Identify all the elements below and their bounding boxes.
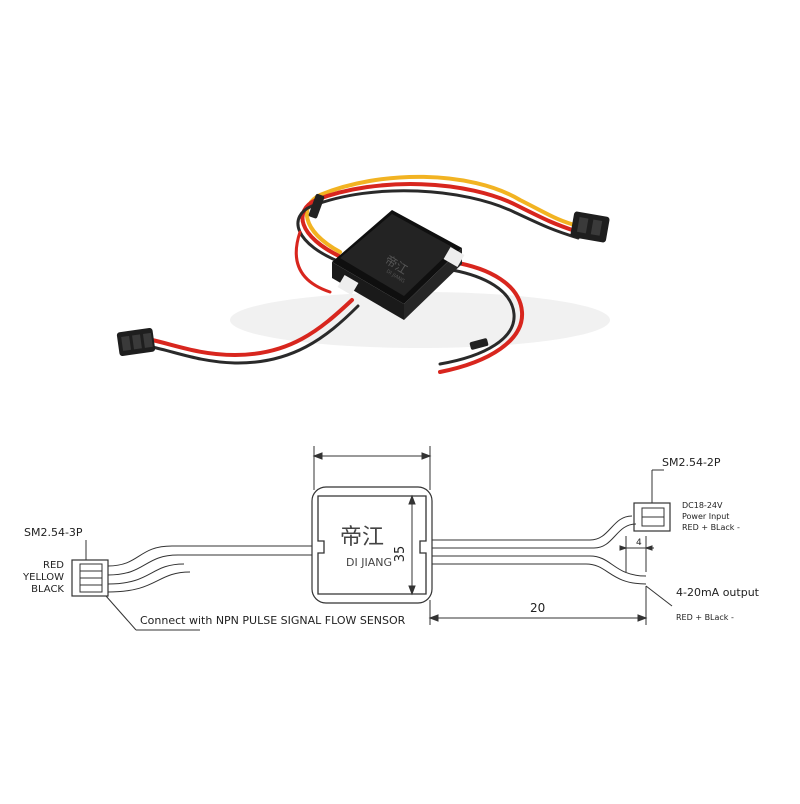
dimension-lead — [428, 586, 648, 625]
photo-wire-red-3 — [294, 230, 332, 294]
technical-drawing — [71, 446, 673, 631]
drawing-connector-3p — [71, 540, 200, 631]
drawing-cable-left — [107, 545, 312, 593]
photo-wire-bundle-power — [296, 174, 580, 266]
dimension-strip — [619, 536, 654, 572]
label-sensor-callout: Connect with NPN PULSE SIGNAL FLOW SENSO… — [140, 614, 406, 627]
label-output-polarity: RED + BLack - — [676, 613, 734, 622]
leader-output — [645, 585, 673, 607]
photo-wire-black-4 — [438, 268, 516, 366]
photo-wire-bundle-output — [308, 193, 525, 374]
label-2p-polarity: RED + BLack - — [682, 523, 740, 532]
label-pin-black: BLACK — [31, 584, 64, 595]
photo-wire-red-4 — [438, 260, 525, 374]
photo-connector-3p — [116, 327, 156, 357]
drawing-labels: SM2.54-3P RED YELLOW BLACK Connect with … — [22, 456, 760, 627]
photo-heatshrink-2 — [308, 193, 325, 219]
dimension-height — [408, 494, 416, 596]
dimension-top — [312, 446, 432, 490]
photo-clip-left — [337, 274, 359, 296]
label-2p-model: SM2.54-2P — [662, 456, 721, 469]
drawing-connector-2p — [633, 469, 671, 532]
drawing-cable-right — [432, 515, 647, 585]
photo-wire-red — [300, 182, 580, 260]
label-3p-model: SM2.54-3P — [24, 526, 83, 539]
label-dim-height: 35 — [393, 546, 408, 563]
label-output: 4-20mA output — [676, 586, 760, 599]
label-pin-red: RED — [43, 560, 64, 571]
product-photo: 帝江 DI JIANG — [116, 174, 610, 374]
label-dim-strip: 4 — [636, 538, 642, 548]
label-2p-spec: DC18-24V — [682, 501, 723, 510]
photo-wire-bundle-sensor — [150, 230, 360, 365]
label-module-logo-en: DI JIANG — [346, 556, 392, 569]
photo-heatshrink — [469, 338, 489, 350]
photo-wire-red-2 — [150, 298, 354, 358]
photo-wire-black-2 — [150, 304, 360, 365]
photo-module: 帝江 DI JIANG — [332, 210, 465, 320]
photo-connector-2p — [570, 211, 610, 243]
photo-clip-right — [443, 246, 465, 268]
label-module-logo-cn: 帝江 — [340, 525, 384, 550]
label-pin-yellow: YELLOW — [22, 572, 64, 583]
drawing-module — [311, 486, 433, 604]
photo-wire-yellow — [304, 174, 580, 254]
label-2p-function: Power Input — [682, 512, 729, 521]
label-dim-lead: 20 — [530, 601, 545, 615]
photo-wire-black — [296, 189, 580, 266]
leader-sensor — [105, 595, 137, 631]
